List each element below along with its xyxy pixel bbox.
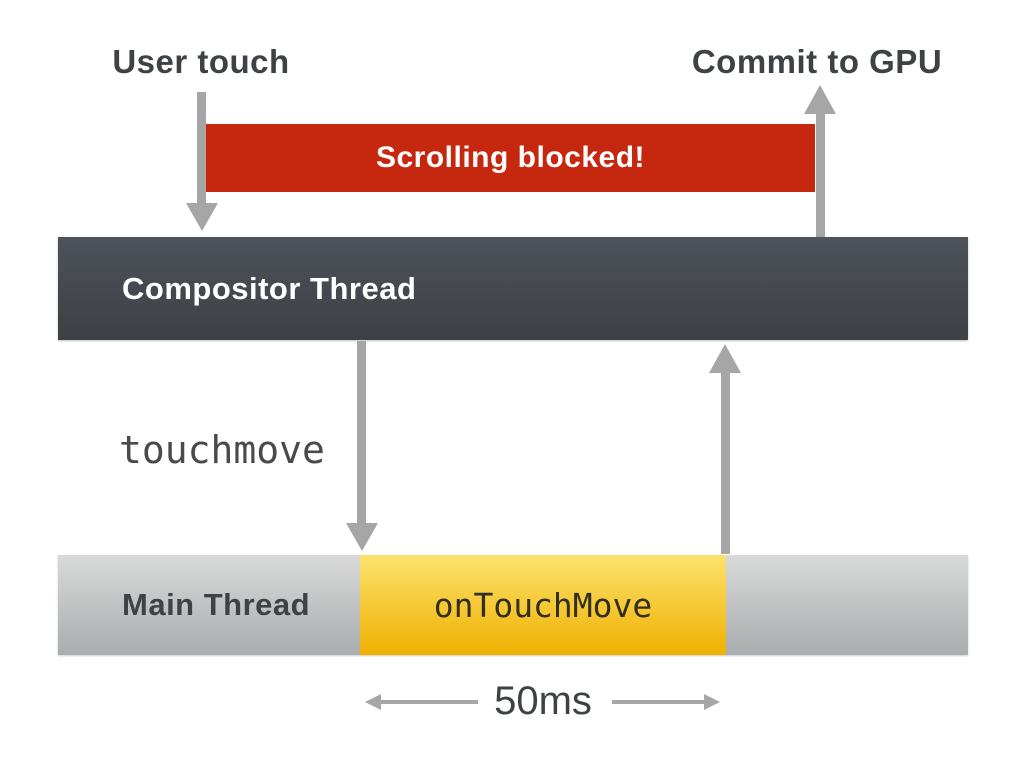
duration-label: 50ms: [494, 679, 592, 723]
on-touch-move-label: onTouchMove: [433, 585, 653, 625]
arrow-head-down-icon: [346, 523, 378, 551]
arrow-shaft: [816, 113, 825, 237]
arrow-head-down-icon: [186, 203, 218, 231]
arrow-head-up-icon: [804, 85, 836, 114]
commit-to-gpu-label: Commit to GPU: [691, 43, 943, 80]
touchmove-label: touchmove: [119, 428, 325, 472]
scrolling-blocked-banner: Scrolling blocked!: [206, 124, 815, 192]
arrow-shaft: [721, 372, 730, 554]
arrow-shaft: [379, 700, 478, 704]
compositor-thread-bar: Compositor Thread: [58, 237, 968, 340]
compositor-thread-label: Compositor Thread: [122, 270, 417, 306]
arrow-shaft: [612, 700, 705, 704]
arrow-head-right-icon: [704, 694, 720, 710]
arrow-head-left-icon: [365, 694, 381, 710]
on-touch-move-segment: onTouchMove: [360, 555, 726, 655]
scrolling-blocked-text: Scrolling blocked!: [375, 141, 646, 174]
arrow-shaft: [357, 341, 366, 523]
arrow-head-up-icon: [709, 344, 741, 373]
arrow-shaft: [197, 92, 206, 204]
main-thread-bar: Main Thread onTouchMove: [58, 555, 968, 655]
main-thread-label: Main Thread: [122, 587, 311, 622]
user-touch-label: User touch: [112, 43, 290, 80]
